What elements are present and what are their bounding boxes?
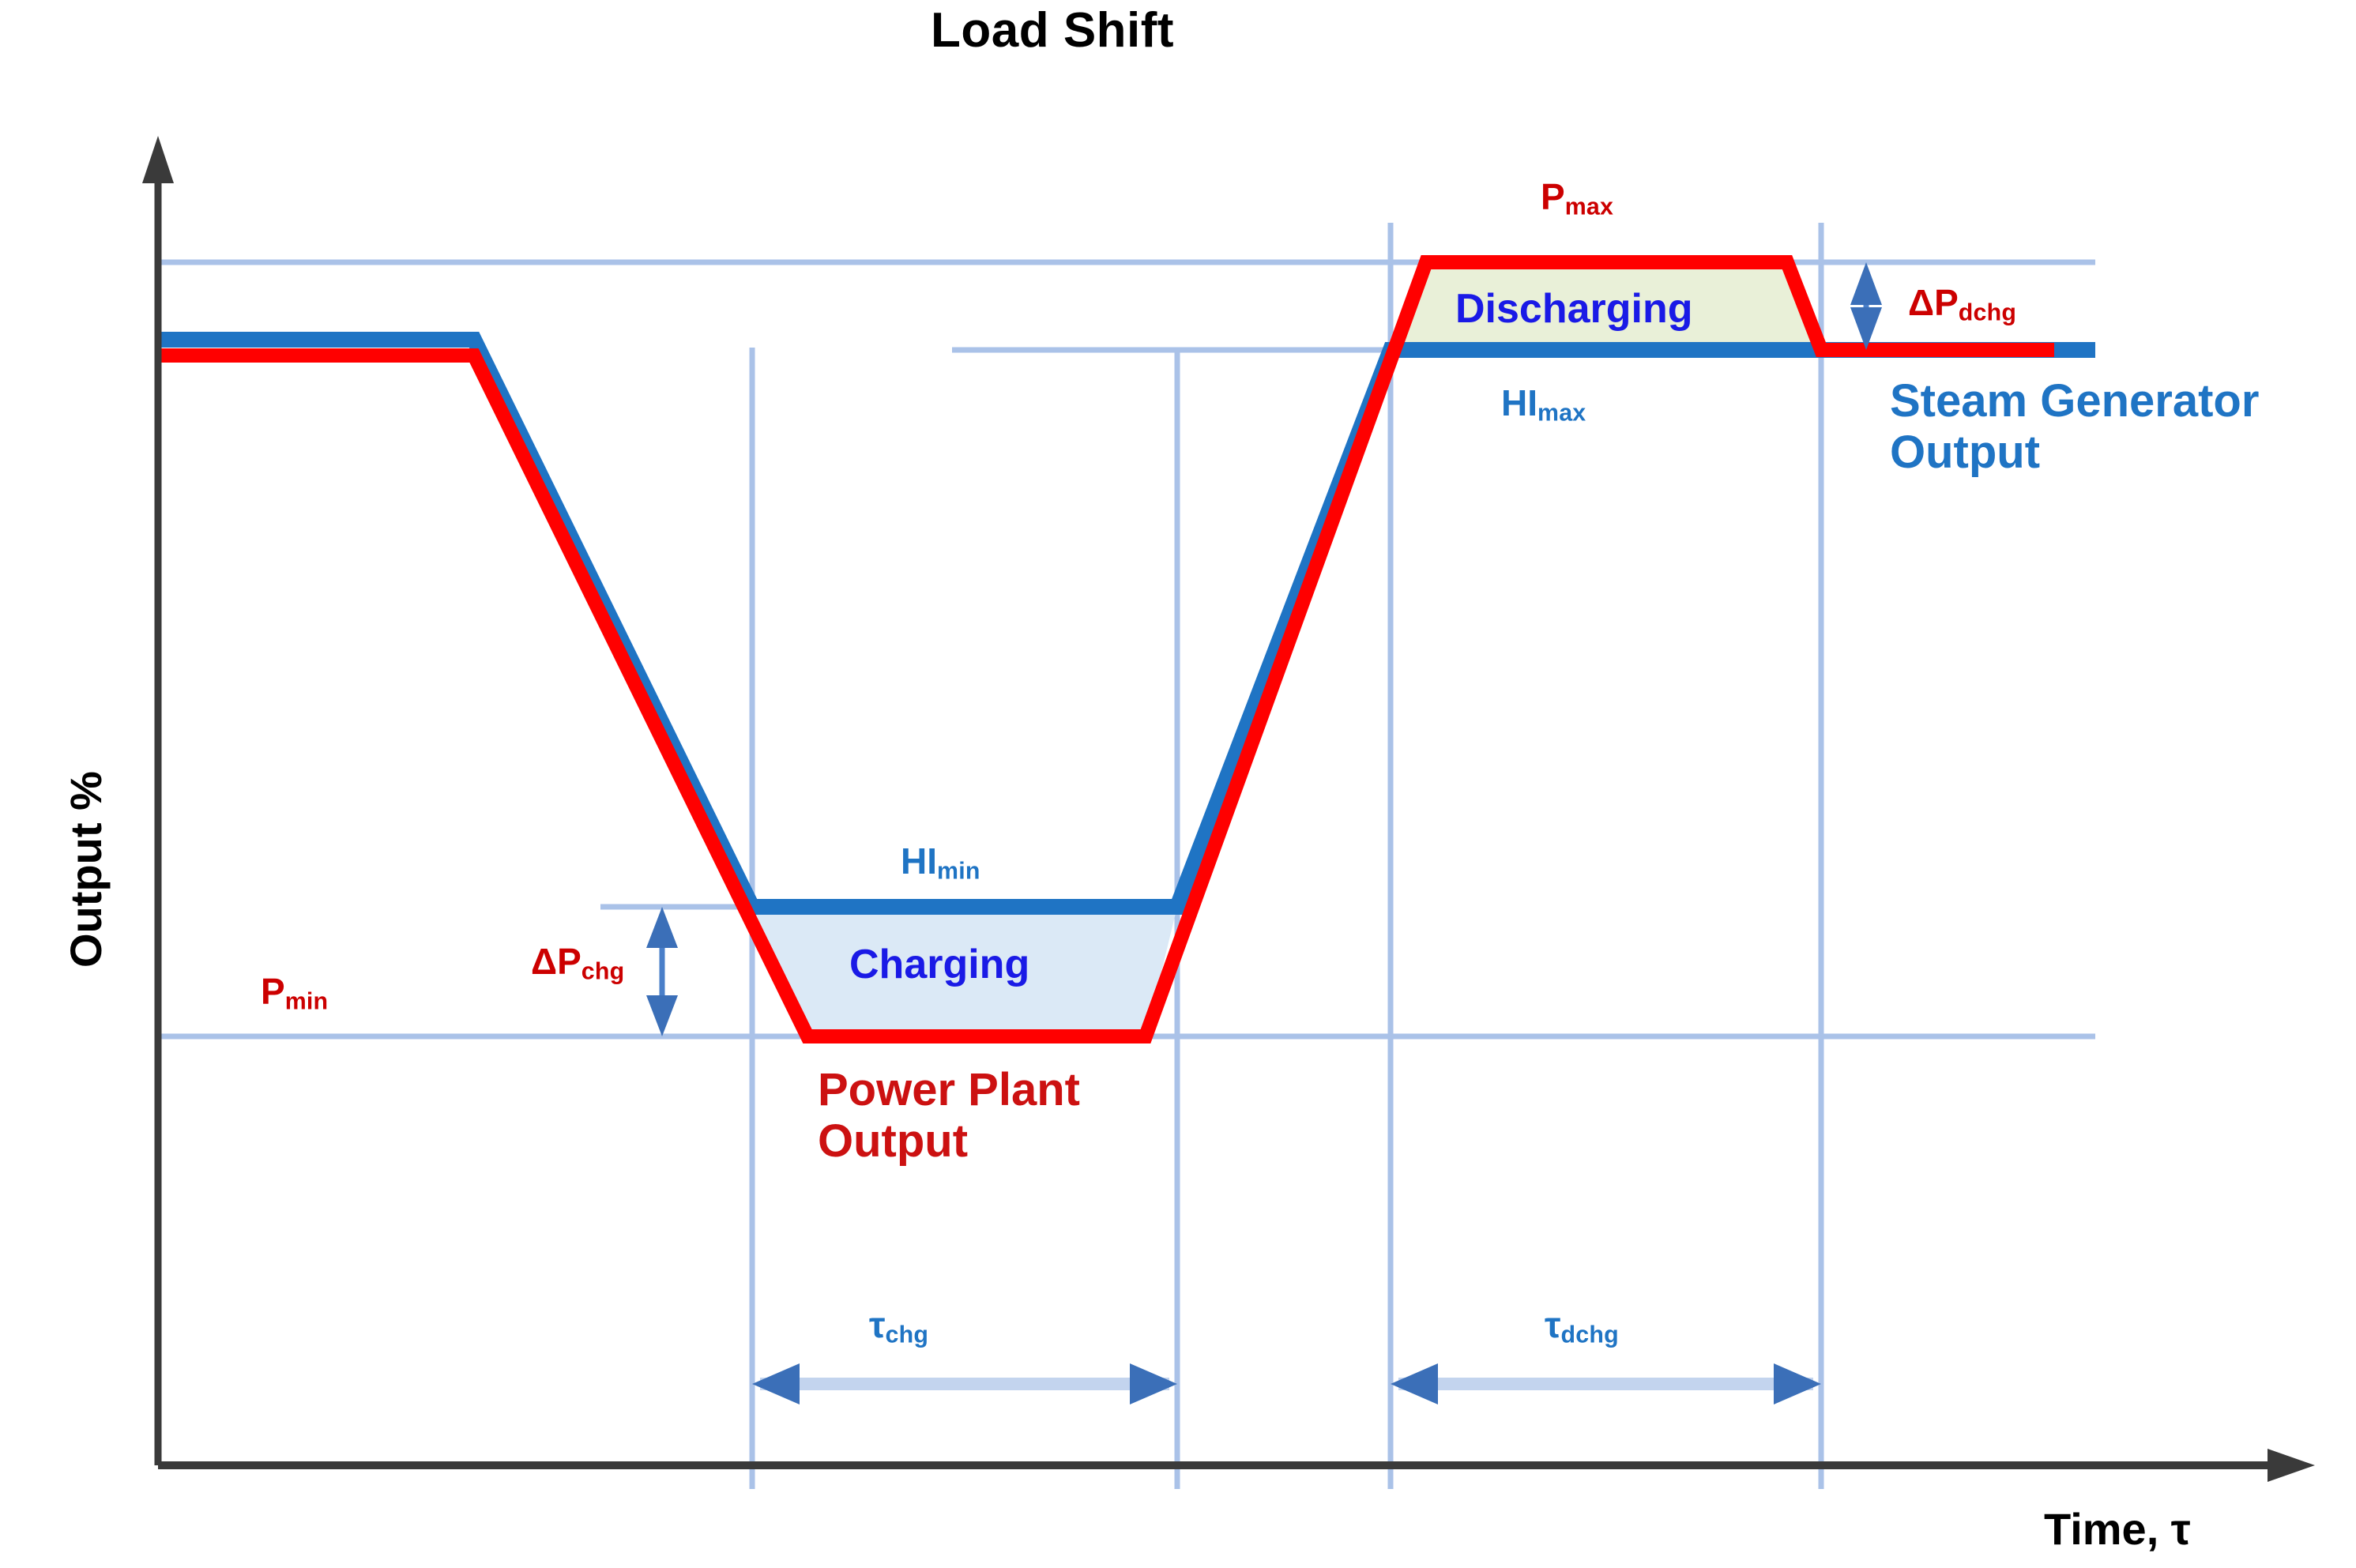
tau-chg-arrow (752, 1363, 1177, 1404)
steam-generator-output-line2: Output (1890, 426, 2041, 478)
p-min-subscript: min (284, 988, 329, 1015)
x-axis-label: Time, τ (2044, 1504, 2191, 1554)
power-plant-output-line1: Power Plant (818, 1064, 1080, 1115)
x-axis-arrowhead (2268, 1449, 2315, 1482)
p-max-symbol: P (1541, 176, 1565, 217)
delta-p-chg-symbol: ΔP (531, 941, 581, 982)
tau-chg-label: τchg (869, 1304, 929, 1349)
hi-min-subscript: min (937, 858, 980, 885)
delta-p-chg-label: ΔPchg (531, 941, 625, 986)
delta-p-chg-subscript: chg (581, 958, 625, 985)
power-plant-output-label: Power Plant Output (818, 1064, 1080, 1168)
delta-p-chg-arrow (646, 907, 678, 1036)
delta-p-dchg-subscript: dchg (1958, 299, 2017, 326)
hi-min-label: HImin (901, 840, 980, 886)
axes (142, 136, 2315, 1482)
hi-max-symbol: HI (1501, 382, 1537, 423)
delta-p-dchg-label: ΔPdchg (1908, 282, 2017, 327)
p-max-subscript: max (1564, 194, 1614, 220)
y-axis-arrowhead (142, 136, 174, 183)
hi-max-subscript: max (1537, 400, 1586, 427)
p-min-label: Pmin (261, 971, 329, 1016)
tau-dchg-subscript: dchg (1560, 1322, 1619, 1348)
tau-chg-subscript: chg (885, 1322, 929, 1348)
tau-dchg-arrow (1391, 1363, 1821, 1404)
p-max-label: Pmax (1541, 176, 1614, 221)
steam-generator-output-label: Steam Generator Output (1890, 375, 2260, 479)
discharging-region (1391, 262, 1821, 350)
page-title: Load Shift (931, 3, 1175, 58)
power-plant-output-line2: Output (818, 1115, 969, 1167)
discharging-region-label: Discharging (1455, 286, 1693, 332)
hi-max-label: HImax (1501, 382, 1586, 427)
y-axis-label: Output % (61, 771, 111, 968)
charging-region-label: Charging (849, 942, 1030, 987)
power-plant-curve (158, 255, 2054, 1043)
tau-dchg-label: τdchg (1545, 1304, 1619, 1349)
delta-p-dchg-symbol: ΔP (1908, 282, 1959, 323)
p-min-symbol: P (261, 971, 285, 1012)
tau-chg-symbol: τ (869, 1304, 886, 1345)
tau-dchg-symbol: τ (1545, 1304, 1561, 1345)
charging-region (752, 907, 1177, 1036)
steam-generator-output-line1: Steam Generator (1890, 375, 2260, 427)
delta-p-dchg-arrow (1850, 262, 1882, 350)
steam-generator-curve (158, 332, 2095, 915)
hi-min-symbol: HI (901, 840, 937, 882)
